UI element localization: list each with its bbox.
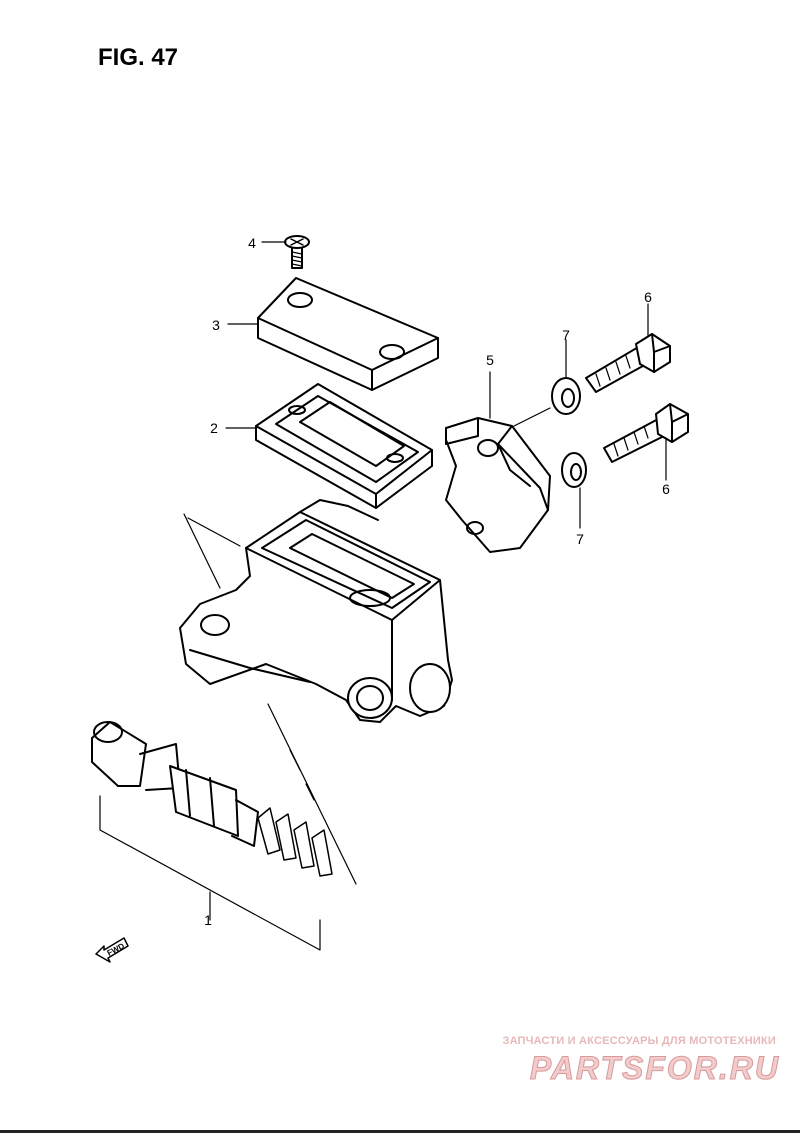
bottom-border xyxy=(0,1130,800,1133)
watermark-brand: PARTSFOR.RU xyxy=(529,1050,780,1087)
screw-part-4 xyxy=(284,235,310,269)
reservoir-cap-part-3 xyxy=(257,277,439,391)
washer-part-7-lower xyxy=(561,452,587,488)
diaphragm-part-2 xyxy=(255,383,433,509)
callout-5: 5 xyxy=(486,352,494,368)
callout-6-upper: 6 xyxy=(644,289,652,305)
watermark-tagline: ЗАПЧАСТИ И АКСЕССУАРЫ ДЛЯ МОТОТЕХНИКИ xyxy=(502,1035,776,1047)
callout-7-lower: 7 xyxy=(576,531,584,547)
callout-2: 2 xyxy=(210,420,218,436)
bolt-part-6-lower xyxy=(603,403,689,463)
forward-arrow-icon xyxy=(95,937,129,963)
clamp-holder-part-5 xyxy=(445,417,551,553)
callout-6-lower: 6 xyxy=(662,481,670,497)
callout-1: 1 xyxy=(204,912,212,928)
callout-3: 3 xyxy=(212,317,220,333)
leader-lines xyxy=(99,241,667,951)
piston-kit-part-1 xyxy=(91,721,333,877)
callout-7-upper: 7 xyxy=(562,327,570,343)
figure-title: FIG. 47 xyxy=(98,44,179,71)
washer-part-7-upper xyxy=(551,377,581,415)
bolt-part-6-upper xyxy=(585,333,671,393)
master-cylinder-body xyxy=(179,499,453,723)
callout-4: 4 xyxy=(248,235,256,251)
